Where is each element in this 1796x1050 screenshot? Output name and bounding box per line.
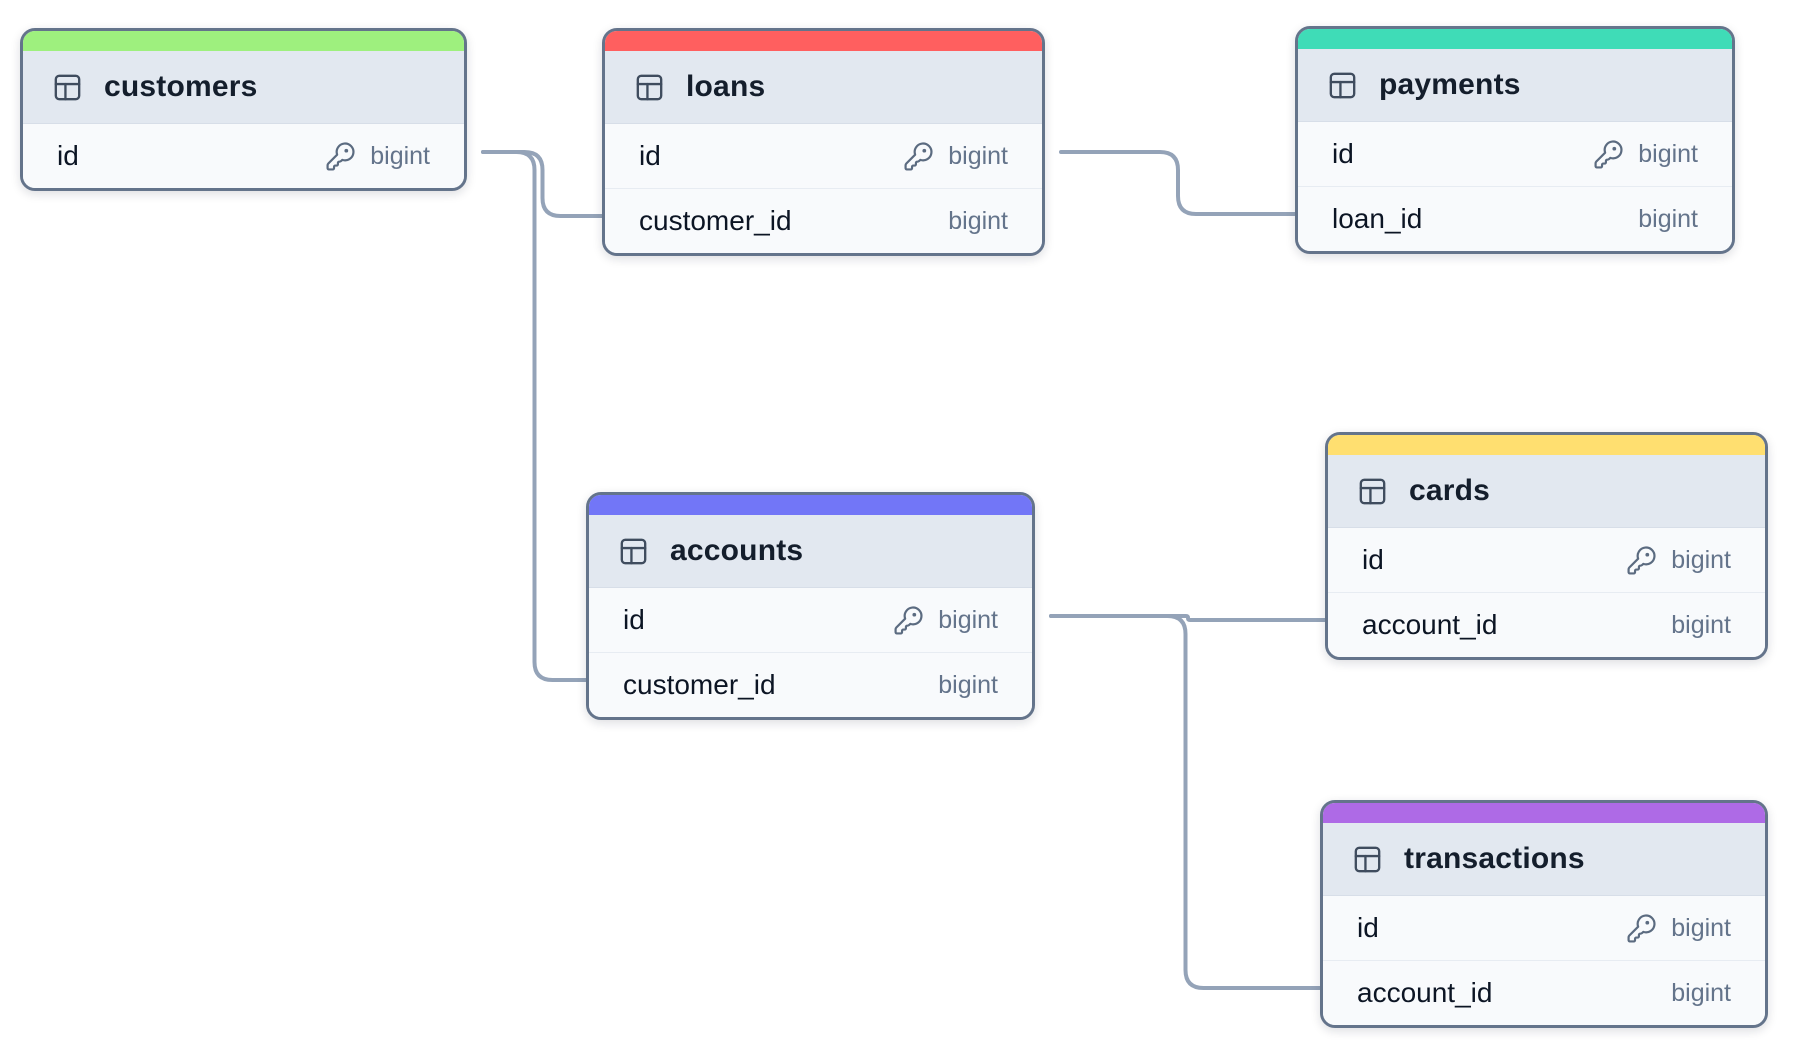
field-type-group: bigint xyxy=(325,141,430,172)
relationship-customers.id-to-accounts.customer_id[interactable] xyxy=(481,150,588,682)
field-list: id bigint xyxy=(23,124,464,188)
field-row-accounts-id[interactable]: id bigint xyxy=(589,588,1032,652)
field-name: loan_id xyxy=(1332,203,1423,234)
field-name: id xyxy=(1332,138,1354,169)
table-customers[interactable]: customers id bigint xyxy=(20,28,467,191)
table-header[interactable]: loans xyxy=(605,51,1042,124)
relationship-loans.id-to-payments.loan_id[interactable] xyxy=(1059,150,1297,216)
field-type: bigint xyxy=(1638,139,1698,168)
table-cards[interactable]: cards id bigint account_id bigint xyxy=(1325,432,1768,660)
table-header[interactable]: transactions xyxy=(1323,823,1765,896)
field-type: bigint xyxy=(1671,913,1731,942)
field-type: bigint xyxy=(1671,610,1731,639)
table-accent-bar xyxy=(1323,803,1765,823)
field-type: bigint xyxy=(1671,545,1731,574)
table-header[interactable]: payments xyxy=(1298,49,1732,122)
table-accent-bar xyxy=(1328,435,1765,455)
table-accent-bar xyxy=(23,31,464,51)
table-icon xyxy=(1351,843,1384,876)
field-row-customers-id[interactable]: id bigint xyxy=(23,124,464,188)
field-row-payments-loan_id[interactable]: loan_id bigint xyxy=(1298,186,1732,251)
field-type-group: bigint xyxy=(1626,545,1731,576)
field-type-group: bigint xyxy=(1671,611,1731,640)
table-name: loans xyxy=(686,70,766,103)
field-type: bigint xyxy=(948,141,1008,170)
field-row-payments-id[interactable]: id bigint xyxy=(1298,122,1732,186)
field-type-group: bigint xyxy=(1593,139,1698,170)
field-row-loans-id[interactable]: id bigint xyxy=(605,124,1042,188)
table-transactions[interactable]: transactions id bigint account_id bigint xyxy=(1320,800,1768,1028)
field-name: account_id xyxy=(1357,977,1493,1008)
field-row-transactions-id[interactable]: id bigint xyxy=(1323,896,1765,960)
field-type: bigint xyxy=(370,141,430,170)
table-icon xyxy=(617,535,650,568)
primary-key-icon xyxy=(325,141,356,172)
field-name: id xyxy=(1357,912,1379,943)
table-name: accounts xyxy=(670,534,804,567)
table-accent-bar xyxy=(605,31,1042,51)
primary-key-icon xyxy=(893,605,924,636)
table-name: customers xyxy=(104,70,258,103)
field-name: id xyxy=(57,140,79,171)
field-row-transactions-account_id[interactable]: account_id bigint xyxy=(1323,960,1765,1025)
field-name: account_id xyxy=(1362,609,1498,640)
field-list: id bigint account_id bigint xyxy=(1328,528,1765,657)
table-header[interactable]: cards xyxy=(1328,455,1765,528)
table-icon xyxy=(51,71,84,104)
table-icon xyxy=(633,71,666,104)
field-type-group: bigint xyxy=(938,671,998,700)
field-list: id bigint customer_id bigint xyxy=(605,124,1042,253)
table-payments[interactable]: payments id bigint loan_id bigint xyxy=(1295,26,1735,254)
field-row-accounts-customer_id[interactable]: customer_id bigint xyxy=(589,652,1032,717)
field-type: bigint xyxy=(1638,204,1698,233)
relationship-accounts.id-to-cards.account_id[interactable] xyxy=(1049,614,1327,622)
field-name: customer_id xyxy=(623,669,776,700)
table-icon xyxy=(1326,69,1359,102)
table-accent-bar xyxy=(1298,29,1732,49)
field-name: id xyxy=(1362,544,1384,575)
field-type: bigint xyxy=(938,670,998,699)
table-name: transactions xyxy=(1404,842,1585,875)
field-type-group: bigint xyxy=(903,141,1008,172)
table-icon xyxy=(1356,475,1389,508)
table-header[interactable]: accounts xyxy=(589,515,1032,588)
primary-key-icon xyxy=(1626,913,1657,944)
field-type-group: bigint xyxy=(1626,913,1731,944)
field-type-group: bigint xyxy=(948,207,1008,236)
relationship-customers.id-to-loans.customer_id[interactable] xyxy=(481,150,604,218)
primary-key-icon xyxy=(903,141,934,172)
table-name: payments xyxy=(1379,68,1521,101)
table-header[interactable]: customers xyxy=(23,51,464,124)
field-list: id bigint account_id bigint xyxy=(1323,896,1765,1025)
field-name: id xyxy=(623,604,645,635)
field-row-cards-account_id[interactable]: account_id bigint xyxy=(1328,592,1765,657)
field-name: customer_id xyxy=(639,205,792,236)
relationship-accounts.id-to-transactions.account_id[interactable] xyxy=(1049,614,1322,990)
table-name: cards xyxy=(1409,474,1491,507)
primary-key-icon xyxy=(1593,139,1624,170)
field-type-group: bigint xyxy=(1638,205,1698,234)
field-type: bigint xyxy=(1671,978,1731,1007)
field-type-group: bigint xyxy=(893,605,998,636)
field-type: bigint xyxy=(948,206,1008,235)
field-name: id xyxy=(639,140,661,171)
table-accent-bar xyxy=(589,495,1032,515)
field-type-group: bigint xyxy=(1671,979,1731,1008)
field-row-loans-customer_id[interactable]: customer_id bigint xyxy=(605,188,1042,253)
table-accounts[interactable]: accounts id bigint customer_id bigint xyxy=(586,492,1035,720)
field-list: id bigint loan_id bigint xyxy=(1298,122,1732,251)
field-list: id bigint customer_id bigint xyxy=(589,588,1032,717)
field-row-cards-id[interactable]: id bigint xyxy=(1328,528,1765,592)
field-type: bigint xyxy=(938,605,998,634)
table-loans[interactable]: loans id bigint customer_id bigint xyxy=(602,28,1045,256)
primary-key-icon xyxy=(1626,545,1657,576)
